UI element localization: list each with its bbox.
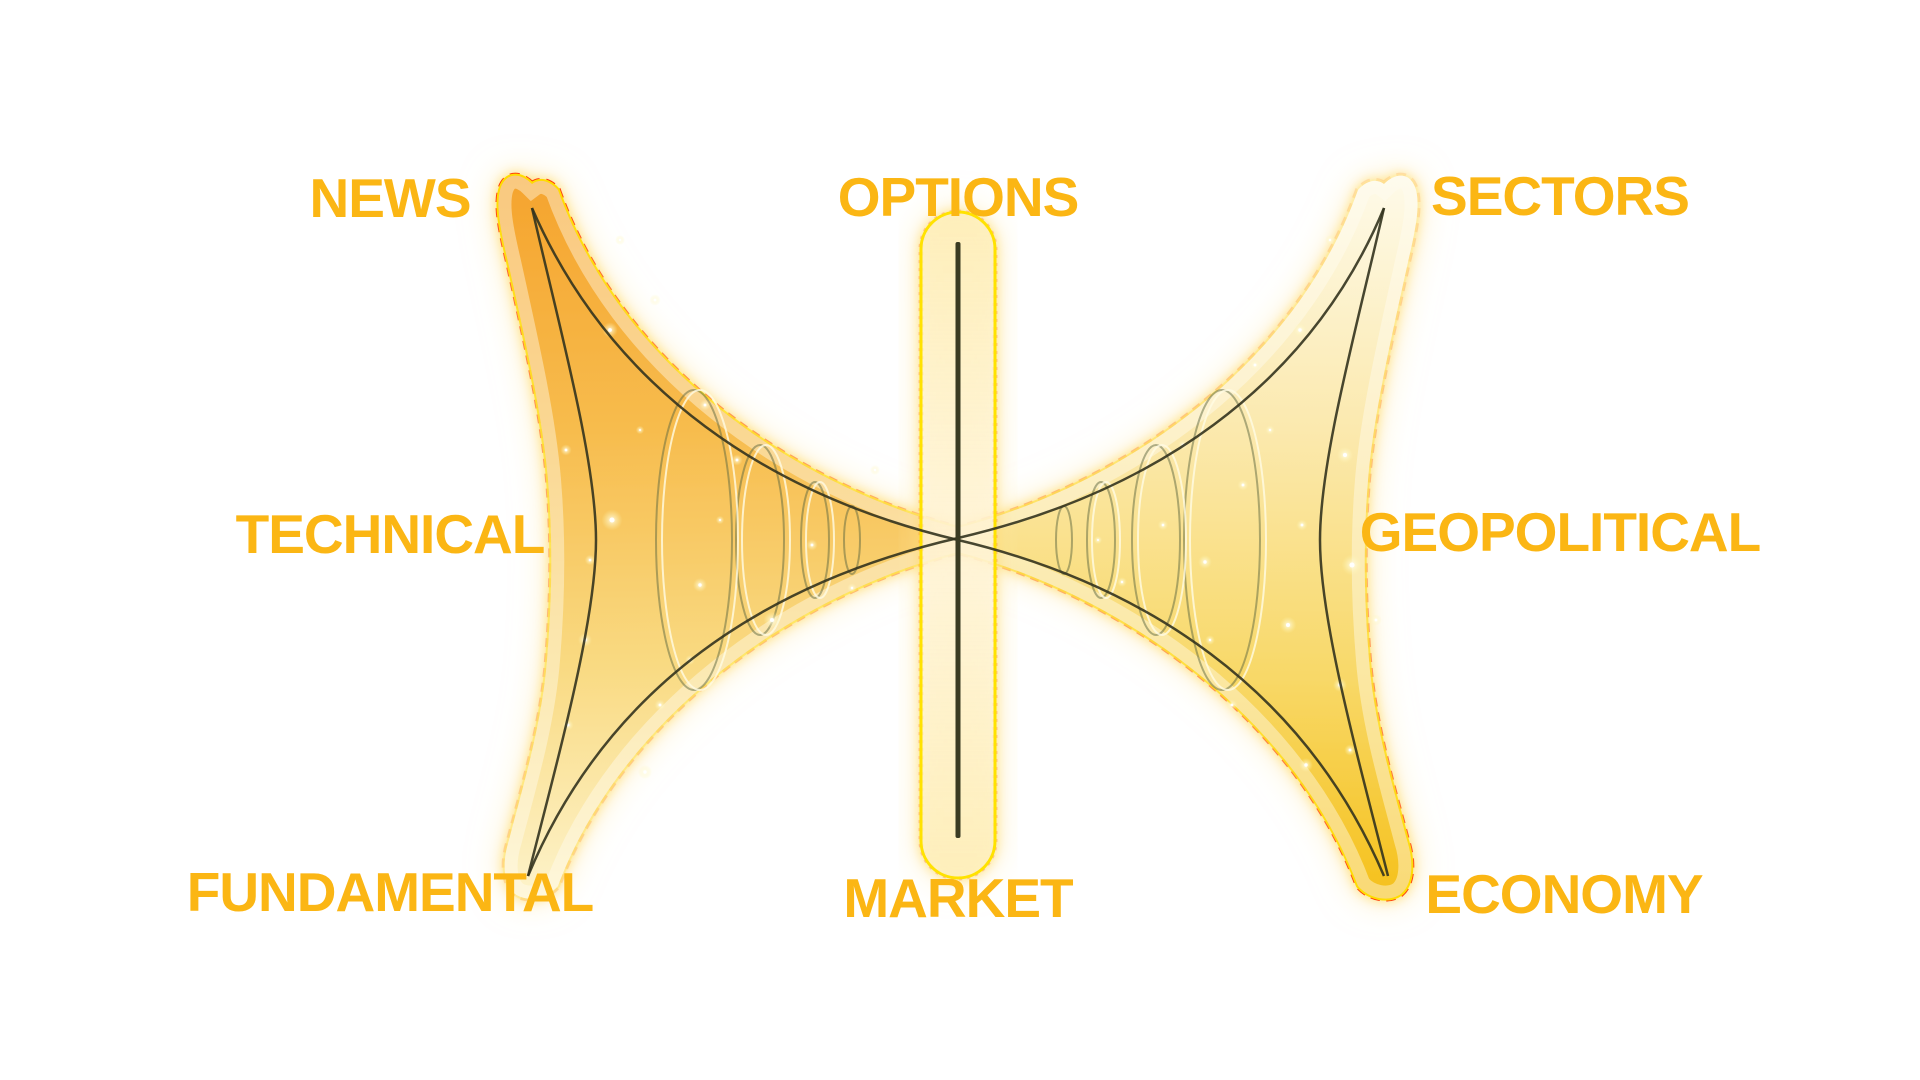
label-sectors: SECTORS <box>1431 165 1690 227</box>
label-market: MARKET <box>843 867 1073 929</box>
funnel-rings <box>655 389 1267 691</box>
label-options: OPTIONS <box>837 166 1080 228</box>
label-geopolitical: GEOPOLITICAL <box>1359 501 1761 563</box>
label-technical: TECHNICAL <box>235 503 546 565</box>
label-economy: ECONOMY <box>1425 863 1703 925</box>
right-bell-arc <box>1318 207 1390 877</box>
center-bar-axis-line <box>955 242 961 838</box>
left-funnel-shape <box>498 175 958 899</box>
right-funnel-shape <box>958 175 1418 899</box>
left-bell-arc <box>526 207 598 877</box>
label-fundamental: FUNDAMENTAL <box>186 861 595 923</box>
label-news: NEWS <box>309 167 472 229</box>
